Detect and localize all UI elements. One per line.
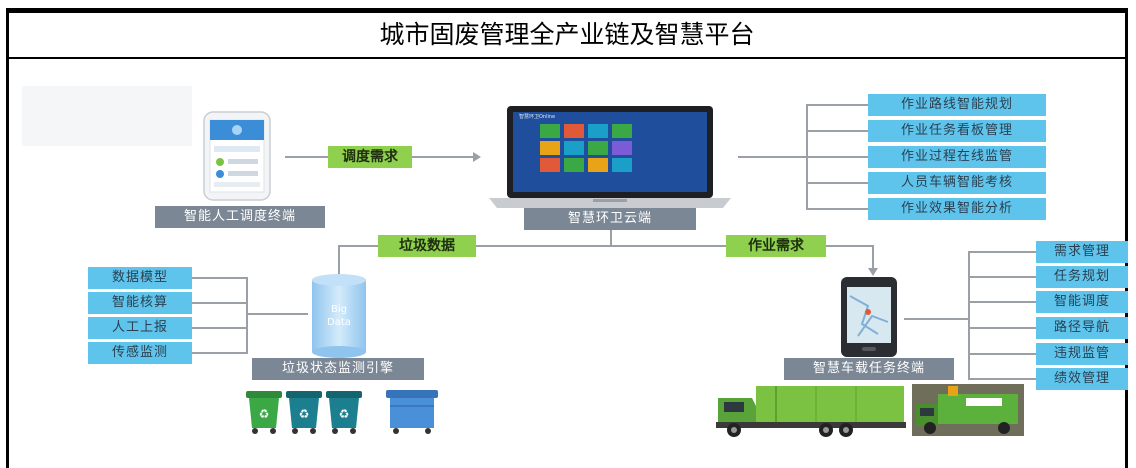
data-source-model: 数据模型 xyxy=(88,267,192,289)
page-title: 城市固废管理全产业链及智慧平台 xyxy=(6,13,1128,59)
cloud-function-effect-analysis: 作业效果智能分析 xyxy=(868,198,1046,220)
trash-bins-group: ♻ ♻ ♻ xyxy=(244,388,444,436)
source-branch-vertical xyxy=(246,277,248,353)
vehicle-function-task-planning: 任务规划 xyxy=(1036,266,1128,288)
cloud-function-task-board: 作业任务看板管理 xyxy=(868,120,1046,142)
vehicle-function-dispatch: 智能调度 xyxy=(1036,291,1128,313)
cloud-function-staff-vehicle-assessment: 人员车辆智能考核 xyxy=(868,172,1046,194)
cloud-function-route-planning: 作业路线智能规划 xyxy=(868,94,1046,116)
source-branch-2 xyxy=(190,302,248,304)
svg-text:♻: ♻ xyxy=(259,407,270,421)
trunk-left-drop xyxy=(338,245,340,275)
vehicle-function-violation: 违规监管 xyxy=(1036,343,1128,365)
dispatch-phone-icon xyxy=(200,110,274,202)
database-text-big: Big xyxy=(331,304,347,315)
data-source-manual-report: 人工上报 xyxy=(88,317,192,339)
trunk-horizontal xyxy=(338,245,874,247)
source-branch-4 xyxy=(190,352,248,354)
cloud-branch-5 xyxy=(806,208,868,210)
flow-label-dispatch-demand: 调度需求 xyxy=(328,146,412,168)
source-branch-main xyxy=(246,313,308,315)
cloud-center-label: 智慧环卫云端 xyxy=(524,208,696,230)
cloud-branch-1 xyxy=(806,104,868,106)
cloud-function-process-monitoring: 作业过程在线监管 xyxy=(868,146,1046,168)
trunk-right-drop xyxy=(872,245,874,269)
svg-text:♻: ♻ xyxy=(299,407,310,421)
vehicle-branch-6 xyxy=(968,378,1036,380)
vehicle-branch-3 xyxy=(968,301,1036,303)
outer-frame xyxy=(6,8,1128,468)
vehicle-branch-5 xyxy=(968,353,1036,355)
flow-label-garbage-data: 垃圾数据 xyxy=(378,235,476,257)
source-branch-3 xyxy=(190,327,248,329)
cloud-branch-3 xyxy=(806,156,868,158)
arrow-down-icon xyxy=(868,268,878,276)
database-icon xyxy=(308,272,370,358)
cloud-branch-main xyxy=(738,156,806,158)
cloud-branch-2 xyxy=(806,130,868,132)
vehicle-branch-main xyxy=(904,318,968,320)
cloud-branch-4 xyxy=(806,182,868,184)
arrow-right-icon xyxy=(473,152,481,162)
data-source-accounting: 智能核算 xyxy=(88,292,192,314)
flow-label-work-demand: 作业需求 xyxy=(726,235,826,257)
vehicle-branch-vertical xyxy=(968,251,970,379)
dispatch-terminal-label: 智能人工调度终端 xyxy=(155,206,325,228)
vehicle-function-performance: 绩效管理 xyxy=(1036,368,1128,390)
svg-text:♻: ♻ xyxy=(339,407,350,421)
vehicle-function-navigation: 路径导航 xyxy=(1036,317,1128,339)
database-text-data: Data xyxy=(327,317,351,328)
vehicle-terminal-phone-icon xyxy=(838,276,900,358)
laptop-screen-title: 智慧环卫Online xyxy=(519,114,556,120)
data-source-sensor: 传感监测 xyxy=(88,342,192,364)
garbage-truck-2-icon xyxy=(912,384,1024,436)
laptop-icon xyxy=(485,104,735,210)
garbage-truck-icon xyxy=(716,382,906,438)
vehicle-branch-1 xyxy=(968,251,1036,253)
vehicle-branch-2 xyxy=(968,276,1036,278)
source-branch-1 xyxy=(190,277,248,279)
vehicle-terminal-label: 智慧车载任务终端 xyxy=(784,358,954,380)
background-glow xyxy=(22,86,192,146)
vehicle-function-demand: 需求管理 xyxy=(1036,241,1128,263)
monitoring-engine-label: 垃圾状态监测引擎 xyxy=(252,358,424,380)
vehicle-branch-4 xyxy=(968,327,1036,329)
trunk-vertical xyxy=(610,230,612,246)
